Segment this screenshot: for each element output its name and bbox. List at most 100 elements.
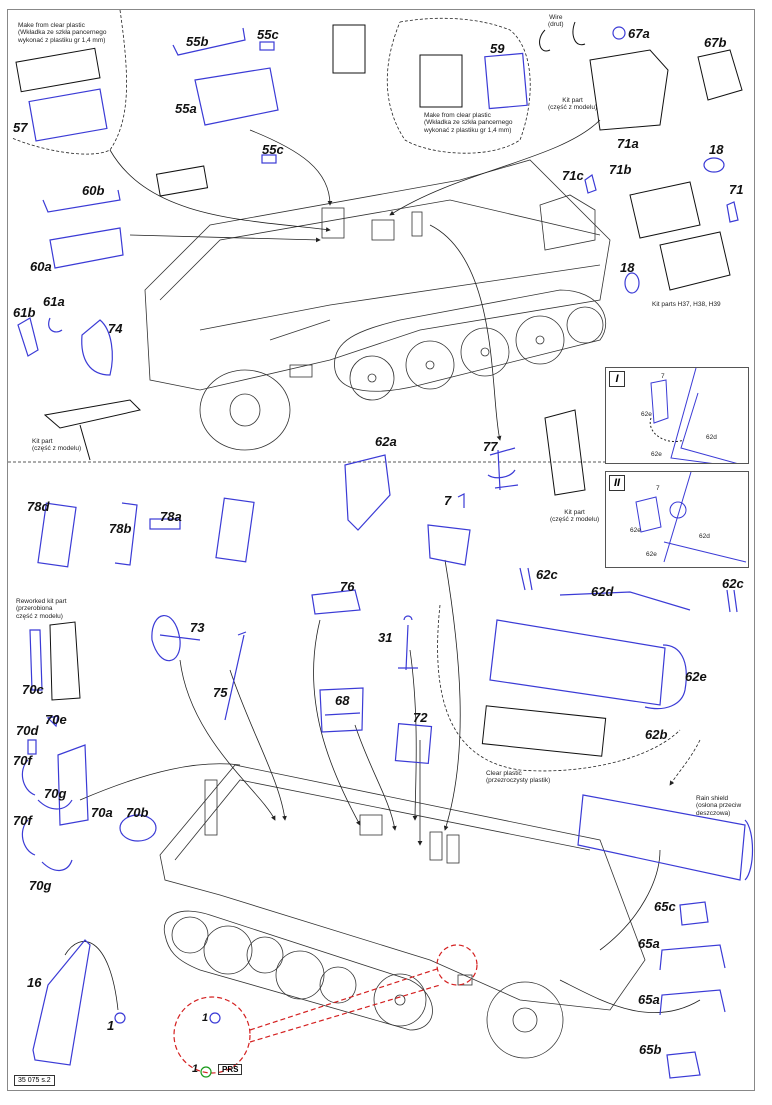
inset-i-label-62d: 62d <box>706 434 717 441</box>
part-71 <box>726 201 739 223</box>
part-76 <box>311 589 361 615</box>
part-77 <box>487 447 519 491</box>
part-70g-top <box>37 799 73 810</box>
label-59: 59 <box>490 41 505 56</box>
wire-right <box>572 21 586 46</box>
part-62e <box>644 644 687 710</box>
label-71b: 71b <box>609 162 632 177</box>
sheet-border <box>7 9 755 1091</box>
label-75: 75 <box>213 685 228 700</box>
label-65a-top: 65a <box>638 936 660 951</box>
part-75 <box>224 631 247 721</box>
label-62c-right: 62c <box>722 576 744 591</box>
kit-box-upper <box>629 181 701 239</box>
label-62c-left: 62c <box>536 567 558 582</box>
part-78d <box>37 502 77 568</box>
part-31 <box>398 615 418 671</box>
note-kit-part-top: Kit part (część z modelu) <box>548 97 598 112</box>
clear-57 <box>15 47 101 93</box>
label-62a: 62a <box>375 434 397 449</box>
label-31: 31 <box>378 630 393 645</box>
label-70f-top: 70f <box>13 753 32 768</box>
label-62b: 62b <box>645 727 668 742</box>
part-1-left <box>114 1012 126 1024</box>
part-65a-top <box>659 944 726 971</box>
bubble-59 <box>386 17 531 154</box>
label-62e: 62e <box>685 669 707 684</box>
part-70f-top <box>21 759 36 796</box>
label-70d: 70d <box>16 723 39 738</box>
note-kit-part-gun: Kit part (część z modelu) <box>32 438 82 453</box>
note-clear-plastic-59: Make from clear plastic (Wkładka ze szkł… <box>424 112 513 134</box>
inset-detail-ii: II 7 62e 62d 62e <box>605 471 749 568</box>
label-71c: 71c <box>562 168 584 183</box>
part-62-mount <box>427 524 471 566</box>
part-55b <box>172 27 246 56</box>
part-61b <box>17 317 39 357</box>
note-kit-part-77: Kit part (część z modelu) <box>550 509 600 524</box>
part-rain-shield <box>577 794 754 881</box>
label-74: 74 <box>108 321 123 336</box>
label-55c-top: 55c <box>257 27 279 42</box>
label-60b: 60b <box>82 183 105 198</box>
upper-vehicle <box>144 159 611 451</box>
part-16 <box>32 939 91 1066</box>
label-70e: 70e <box>45 712 67 727</box>
part-70-holder <box>57 744 89 826</box>
label-77: 77 <box>483 439 498 454</box>
kit-parts <box>15 21 743 757</box>
kit-part-70-cyl <box>49 621 81 701</box>
part-70b <box>119 814 157 842</box>
label-70c: 70c <box>22 682 44 697</box>
inset-tag-i: I <box>609 371 625 387</box>
label-57: 57 <box>13 120 28 135</box>
kit-part-fuel-can <box>589 49 669 131</box>
inset-ii-drawing <box>635 472 747 563</box>
label-67b: 67b <box>704 35 727 50</box>
bubble-clear-62 <box>437 604 681 772</box>
part-55a <box>194 67 279 126</box>
label-62d: 62d <box>591 584 614 599</box>
part-70e <box>46 715 59 728</box>
label-70g-top: 70g <box>44 786 67 801</box>
part-78-assembly <box>215 497 255 563</box>
part-70g-bottom <box>41 859 73 871</box>
label-78a: 78a <box>160 509 182 524</box>
inset-ii-label-7: 7 <box>656 485 660 492</box>
part-62-frame <box>489 619 666 706</box>
note-clear-plastic: Clear plastic (przezroczysty plastik) <box>486 770 551 785</box>
note-clear-plastic-57: Make from clear plastic (Wkładka ze szkł… <box>18 22 107 44</box>
part-71c <box>584 174 597 194</box>
kit-part-77-grip <box>544 409 586 496</box>
label-70g-bottom: 70g <box>29 878 52 893</box>
label-70b: 70b <box>126 805 149 820</box>
label-73: 73 <box>190 620 205 635</box>
part-65b <box>666 1051 701 1079</box>
label-71a: 71a <box>617 136 639 151</box>
label-76: 76 <box>340 579 355 594</box>
part-67b <box>697 49 743 101</box>
part-55c-bottom <box>261 154 277 164</box>
label-1-callout-top: 1 <box>202 1012 209 1024</box>
part-57 <box>28 88 108 142</box>
part-70c <box>29 629 43 691</box>
label-70a: 70a <box>91 805 113 820</box>
part-7 <box>457 493 465 508</box>
bubble-57 <box>11 9 127 155</box>
label-1-callout-bottom: 1 <box>192 1063 199 1075</box>
part-1-callout <box>209 1012 221 1024</box>
label-67a: 67a <box>628 26 650 41</box>
label-71: 71 <box>729 182 744 197</box>
prs-tag: PRS <box>218 1064 243 1075</box>
detail-callout <box>173 944 478 1074</box>
inset-ii-label-62d: 62d <box>699 533 710 540</box>
inset-ii-label-62e: 62e <box>630 527 641 534</box>
note-wire: Wire (drut) <box>548 14 564 29</box>
label-18-top: 18 <box>709 142 724 157</box>
label-7: 7 <box>444 493 452 508</box>
part-73 <box>151 615 201 662</box>
part-67a <box>612 26 626 40</box>
part-62a <box>344 454 391 531</box>
